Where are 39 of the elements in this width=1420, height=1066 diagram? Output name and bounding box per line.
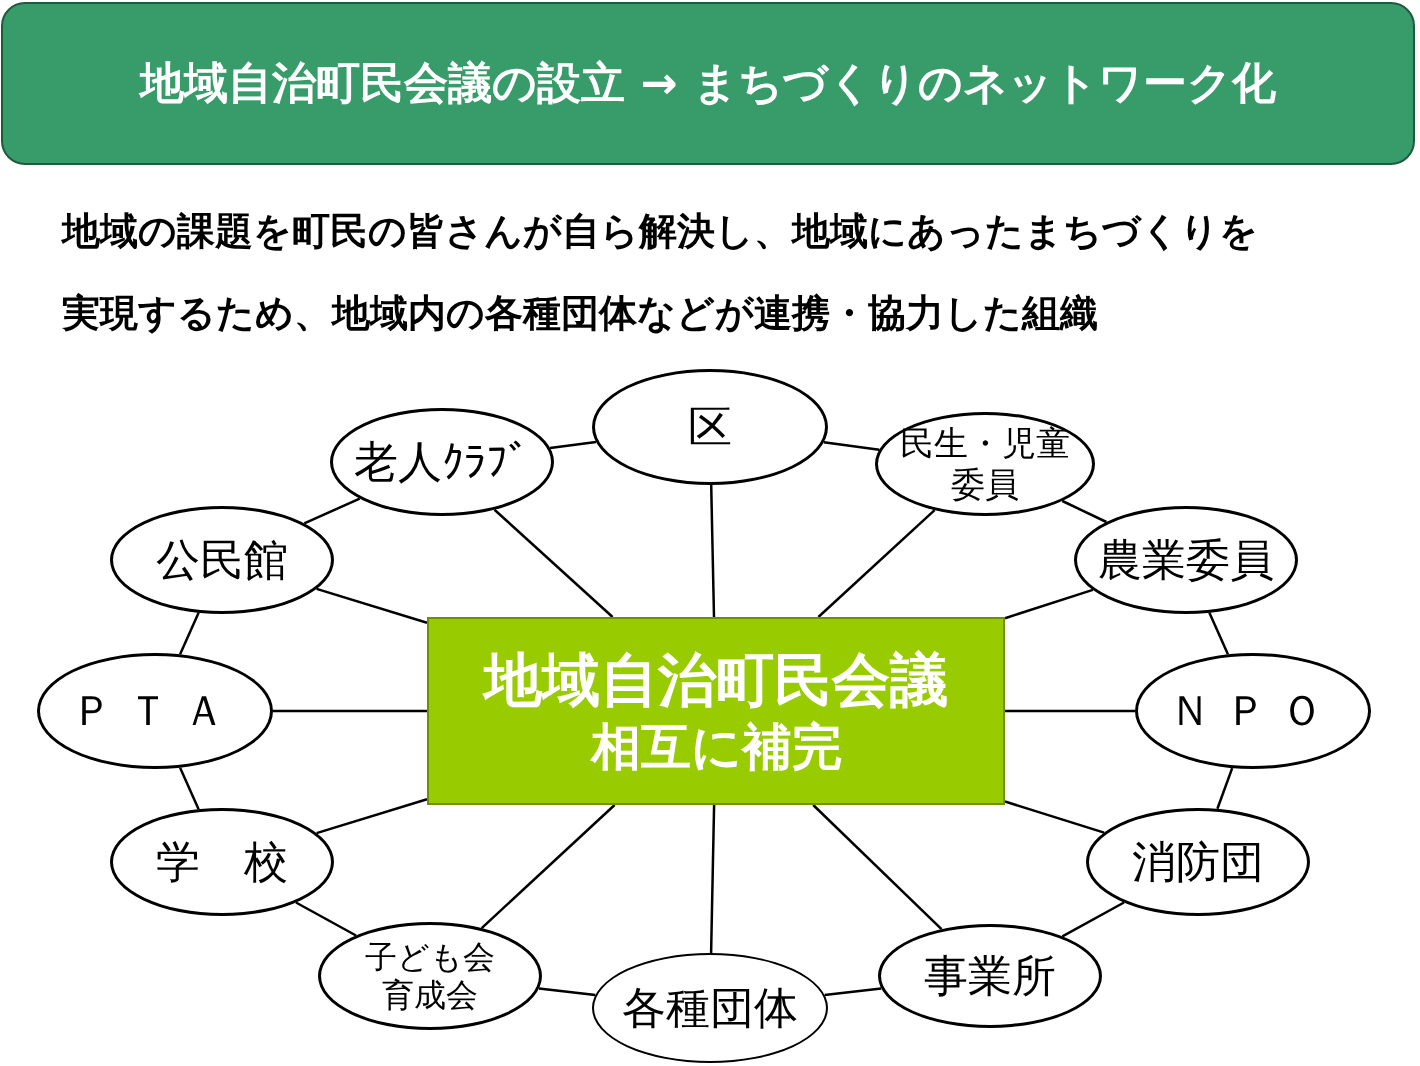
connector-line xyxy=(824,987,882,997)
connector-line xyxy=(178,612,200,655)
node-label: 消防団 xyxy=(1132,835,1264,889)
connector-line xyxy=(1004,800,1105,834)
connector-line xyxy=(1061,901,1125,938)
node-label: 農業委員 xyxy=(1098,533,1274,587)
center-box xyxy=(427,617,1005,805)
connector-line xyxy=(709,804,716,954)
center-subtitle: 相互に補完 xyxy=(590,717,842,778)
node-label: 学 校 xyxy=(156,835,288,889)
node-label: 子ども会育成会 xyxy=(364,937,496,1015)
connector-line xyxy=(178,767,200,810)
connector-line xyxy=(1061,499,1107,524)
connector-line xyxy=(493,508,614,618)
connector-line xyxy=(1005,709,1135,713)
node-label: ＰＴＡ xyxy=(71,685,239,737)
connector-line xyxy=(538,987,596,997)
node-label: 区 xyxy=(688,400,732,454)
connector-line xyxy=(295,901,357,937)
connector-line xyxy=(480,804,616,929)
node-label: 事業所 xyxy=(924,949,1056,1003)
connector-line xyxy=(1004,588,1094,620)
description-text: 地域の課題を町民の皆さんが自ら解決し、地域にあったまちづくりを実現するため、地域内の各種団体などが連携・協力した組織 xyxy=(62,208,1259,337)
center-title: 地域自治町民会議 xyxy=(484,644,948,716)
connector-line xyxy=(303,497,361,525)
node-label: ＮＰＯ xyxy=(1169,685,1337,737)
connector-line xyxy=(316,587,428,624)
title-banner: 地域自治町民会議の設立 → まちづくりのネットワーク化 xyxy=(1,2,1415,165)
connector-line xyxy=(316,798,428,835)
connector-line xyxy=(1216,767,1234,810)
connector-line xyxy=(817,509,936,618)
connector-line xyxy=(709,484,716,618)
node-label: 老人ｸﾗﾌﾞ xyxy=(354,435,530,489)
connector-line xyxy=(273,709,427,713)
node-label: 公民館 xyxy=(156,533,288,587)
node-label: 民生・児童委員 xyxy=(899,423,1071,505)
connector-line xyxy=(1208,612,1230,655)
node-label: 各種団体 xyxy=(622,981,798,1035)
connector-line xyxy=(812,804,943,930)
